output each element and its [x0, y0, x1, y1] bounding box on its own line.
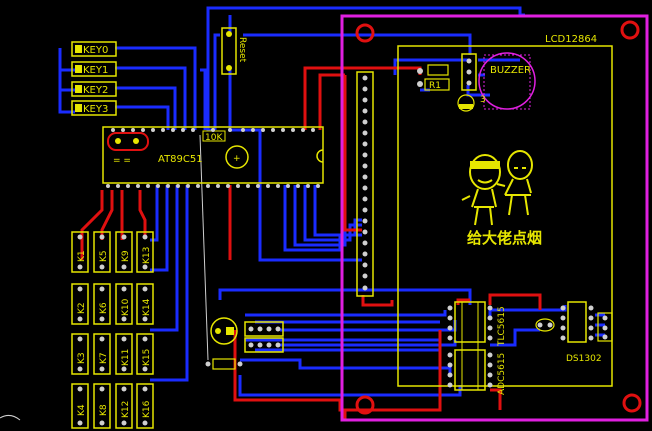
r1-label: R1: [429, 81, 441, 91]
key-k7[interactable]: K7: [93, 333, 111, 375]
jumper-wire: [199, 134, 209, 361]
k14-label: K14: [142, 298, 152, 316]
key-k11[interactable]: K11: [115, 333, 133, 375]
rtc-label: DS1302: [566, 354, 602, 364]
k4-label: K4: [77, 404, 87, 416]
keepout-outline: [340, 14, 649, 422]
small-resistor: [205, 358, 243, 370]
svg-text:= =: = =: [113, 156, 131, 166]
key-k3[interactable]: K3: [71, 333, 89, 375]
ds1302-chip[interactable]: DS1302: [560, 301, 613, 364]
reset-switch[interactable]: Reset: [221, 27, 247, 75]
mcu-pins-top: [111, 128, 315, 132]
k11-label: K11: [121, 349, 131, 366]
lcd-header: [356, 71, 374, 297]
k1-label: K1: [77, 250, 87, 262]
key-k1[interactable]: K1: [71, 231, 89, 273]
mounting-holes: [355, 20, 642, 415]
tlc-label: TLC5615: [497, 306, 507, 347]
reset-label: Reset: [237, 37, 247, 63]
crystal: [107, 132, 149, 151]
header-2x4: [244, 321, 284, 353]
k9-label: K9: [121, 250, 131, 262]
origin-marker: [0, 414, 21, 421]
key-k8[interactable]: K8: [93, 383, 111, 429]
k5-label: K5: [99, 250, 109, 262]
key2-label: KEY2: [83, 85, 108, 96]
k12-label: K12: [121, 401, 131, 418]
key1-button[interactable]: KEY1: [71, 61, 117, 77]
key-k10[interactable]: K10: [115, 283, 133, 325]
adc5615-chip[interactable]: ADC5615 TLC5615: [447, 301, 508, 395]
key-k12[interactable]: K12: [115, 383, 133, 429]
slogan-text: 给大佬点烟: [467, 229, 542, 247]
lcd-outline: [397, 45, 613, 387]
key-k16[interactable]: K16: [136, 383, 154, 429]
adc-label: ADC5615: [497, 353, 507, 395]
key-k6[interactable]: K6: [93, 283, 111, 325]
k8-label: K8: [99, 404, 109, 416]
potentiometer: [210, 317, 238, 345]
key2-button[interactable]: KEY2: [71, 81, 117, 97]
lcd-label: LCD12864: [545, 34, 597, 45]
k7-label: K7: [99, 352, 109, 364]
mcu-chip[interactable]: AT89C51 = = 10K +: [102, 126, 324, 188]
buzzer-header: [461, 53, 477, 91]
keypad-matrix: K1 K2 K3 K4 K5 K6: [71, 231, 154, 429]
transistor-q: 3: [457, 94, 486, 112]
key1-label: KEY1: [83, 65, 108, 76]
buzzer-label: BUZZER: [490, 65, 531, 76]
k2-label: K2: [77, 302, 87, 314]
k15-label: K15: [142, 349, 152, 366]
key-k9[interactable]: K9: [115, 231, 133, 273]
key-k14[interactable]: K14: [136, 283, 154, 325]
r10k-label: 10K: [205, 133, 223, 143]
key0-button[interactable]: KEY0: [71, 41, 117, 57]
q3-label: 3: [480, 95, 486, 105]
key-k15[interactable]: K15: [136, 333, 154, 375]
key-k5[interactable]: K5: [93, 231, 111, 273]
key-buttons: KEY0 KEY1 KEY2 KEY3: [71, 41, 117, 116]
key3-button[interactable]: KEY3: [71, 100, 117, 116]
r1-resistor: R1: [417, 64, 450, 91]
k10-label: K10: [121, 298, 131, 316]
k6-label: K6: [99, 302, 109, 314]
k3-label: K3: [77, 352, 87, 364]
key-k4[interactable]: K4: [71, 383, 89, 429]
k16-label: K16: [142, 400, 152, 418]
mcu-label: AT89C51: [158, 154, 203, 165]
rtc-crystal: [535, 318, 555, 332]
logo-figures: [461, 150, 533, 226]
key-k2[interactable]: K2: [71, 283, 89, 325]
svg-text:+: +: [233, 154, 241, 164]
k13-label: K13: [142, 247, 152, 264]
buzzer[interactable]: BUZZER: [478, 52, 536, 110]
mcu-pins-bottom: [106, 184, 320, 188]
key3-label: KEY3: [83, 104, 108, 115]
key-k13[interactable]: K13: [136, 231, 154, 273]
reset-capacitor: [225, 145, 249, 169]
key0-label: KEY0: [83, 45, 108, 56]
